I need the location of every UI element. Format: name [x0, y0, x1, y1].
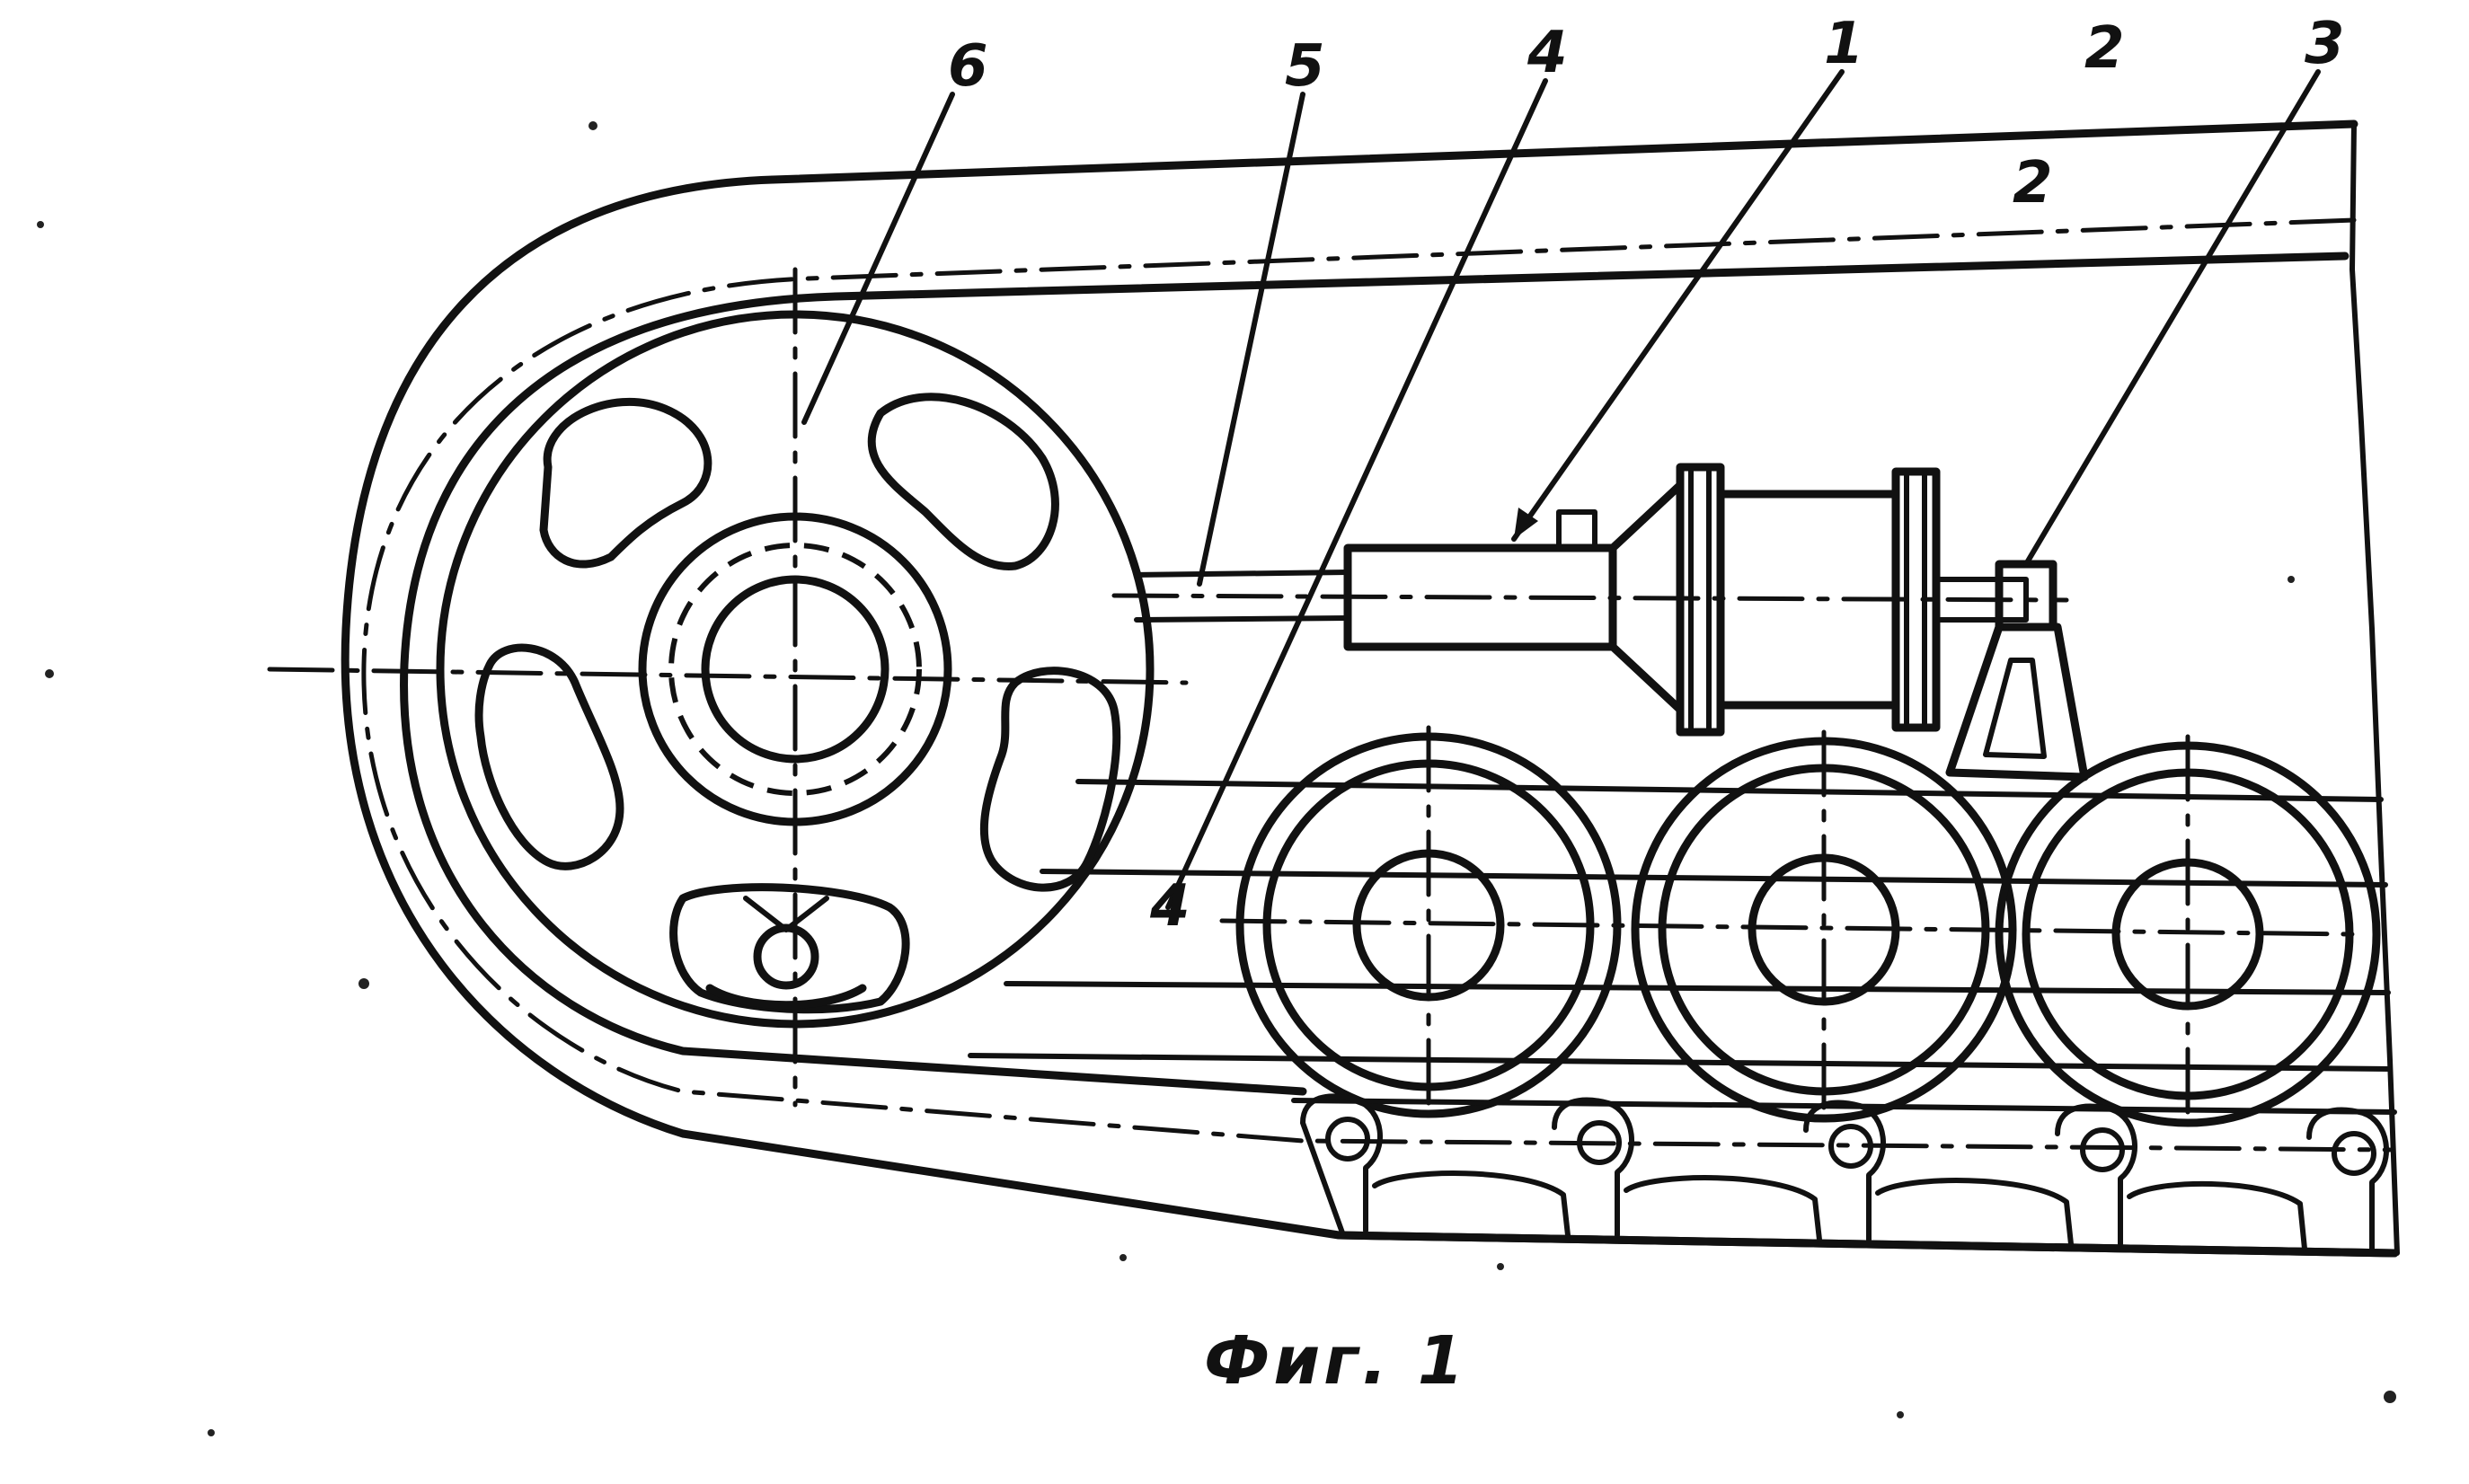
pin-bracket [743, 896, 829, 932]
lightening-hole-left [474, 643, 624, 870]
output-shaft [1934, 577, 2029, 623]
callout-6: 6 [948, 33, 988, 100]
speck [208, 1429, 215, 1436]
chain-link-5-pin [2332, 1131, 2376, 1176]
chain-lower-edge [1334, 1231, 2399, 1258]
track-chain [1291, 1093, 2399, 1258]
chain-link-4 [2055, 1103, 2307, 1251]
chain-link-4-plate [2055, 1103, 2137, 1247]
roller-3 [1995, 734, 2381, 1127]
drive-unit [1343, 463, 2029, 737]
chain-link-2-pin [1577, 1120, 1622, 1165]
chain-link-4-pin [2080, 1127, 2125, 1172]
leader-lines [801, 69, 2321, 910]
chain-link-2-shoe [1624, 1175, 1822, 1242]
speck [1897, 1411, 1904, 1418]
leader-1-arrow [1514, 508, 1538, 539]
leader-1 [1511, 69, 1845, 542]
middle-rail-a [1040, 869, 2388, 888]
chain-link-1-shoe [1372, 1170, 1571, 1238]
shaft-upper-edge [1134, 570, 1350, 578]
scan-specks [37, 121, 2396, 1436]
sprocket-bore [701, 575, 889, 764]
lower-rail [968, 1053, 2393, 1072]
sprocket-hub-bolt-circle [668, 543, 922, 796]
speck [1497, 1263, 1504, 1270]
upper-rail [1075, 779, 2384, 802]
speck [588, 121, 597, 130]
callout-2: 2 [2084, 15, 2125, 82]
shaft-lower-edge [1134, 615, 1350, 623]
speck [2288, 576, 2295, 583]
belt-centerline [361, 217, 2393, 1153]
leader-4 [1165, 78, 1548, 910]
speck [45, 669, 54, 678]
middle-rail-b [1004, 981, 2391, 995]
callout-4: 4 [1527, 20, 1568, 86]
track-rollers [1219, 725, 2381, 1127]
frame-inner-contour [400, 292, 1307, 1096]
chain-link-1 [1300, 1093, 1571, 1238]
support-bracket [1945, 560, 2089, 782]
pin-arc [705, 984, 867, 1010]
cylinder-port [1556, 509, 1597, 551]
bracket-body [1945, 623, 2089, 782]
speck [2384, 1391, 2396, 1403]
lightening-hole-right [979, 667, 1121, 892]
speck [37, 221, 44, 228]
frame-outer-contour [341, 175, 2399, 1258]
roller-2 [1631, 729, 2017, 1123]
chain-link-4-shoe [2127, 1180, 2307, 1251]
frame-inner-top-edge [831, 252, 2350, 301]
chain-link-5-plate [2306, 1107, 2389, 1251]
frame-top-edge [768, 119, 2358, 184]
chain-upper-edge [1291, 1098, 2397, 1115]
speck [1119, 1254, 1127, 1261]
callout-4-inline: 4 [1149, 873, 1190, 940]
speck [358, 978, 369, 989]
chain-link-1-plate [1300, 1093, 1383, 1238]
sprocket-pin [753, 923, 819, 990]
chain-link-1-pin [1325, 1117, 1370, 1162]
callout-labels: 6 5 4 1 2 3 2 4 [948, 11, 2345, 940]
callout-5: 5 [1285, 33, 1325, 100]
chain-link-3-plate [1803, 1100, 1886, 1242]
lightening-hole-top-left [539, 397, 712, 569]
bracket-window [1983, 658, 2047, 759]
flange-right-inner [1904, 469, 1927, 730]
leader-5 [1197, 92, 1305, 587]
callout-3: 3 [2305, 11, 2345, 77]
callout-1: 1 [1824, 11, 1864, 77]
sprocket-horizontal-axis [267, 667, 1189, 685]
chain-link-5 [2306, 1107, 2389, 1251]
roller-1 [1235, 725, 1622, 1118]
leader-6 [801, 92, 955, 425]
chain-link-3-shoe [1875, 1178, 2074, 1247]
track-frame [341, 119, 2400, 1258]
leader-3 [2023, 69, 2321, 567]
figure-caption: Фиг. 1 [1204, 1322, 1467, 1400]
chain-link-2 [1552, 1097, 1822, 1242]
frame-right-break [2350, 121, 2400, 1256]
chain-link-2-plate [1552, 1097, 1634, 1238]
sprocket-wheel [267, 267, 1189, 1108]
rollers-axis [1219, 918, 2357, 937]
callout-2-inline: 2 [2013, 150, 2053, 216]
cylinder-body [1343, 543, 1617, 651]
lightening-hole-bottom [669, 883, 910, 1014]
guide-rails [968, 779, 2393, 1072]
chain-link-3-pin [1828, 1124, 1873, 1169]
lightening-hole-top-right [867, 393, 1059, 570]
chain-link-3 [1803, 1100, 2074, 1247]
flange-left-inner [1688, 464, 1712, 735]
